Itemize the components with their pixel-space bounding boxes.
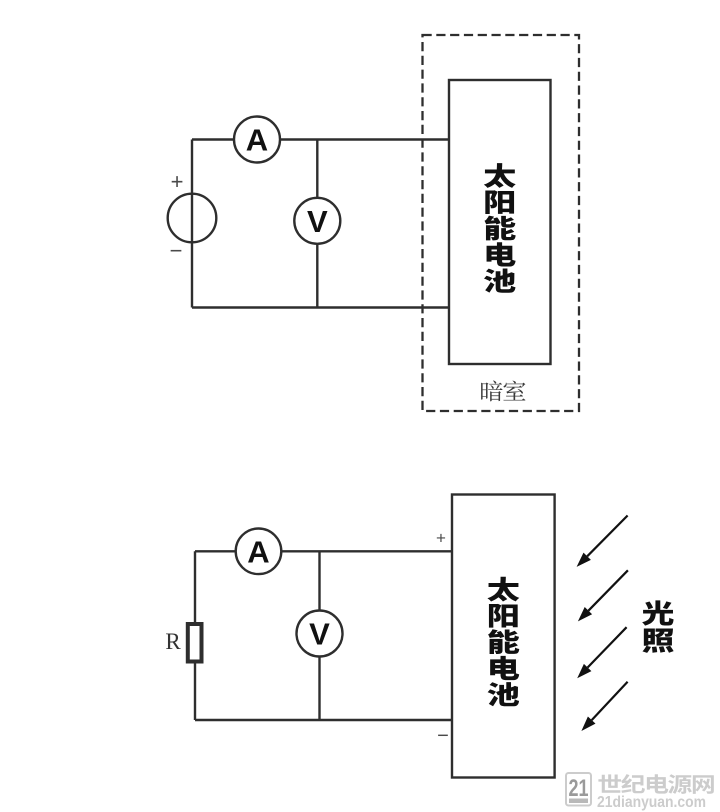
- svg-text:V: V: [309, 617, 330, 652]
- svg-text:V: V: [307, 204, 328, 239]
- svg-text:21: 21: [569, 775, 589, 802]
- svg-text:A: A: [247, 534, 269, 569]
- svg-text:R: R: [165, 629, 181, 654]
- svg-text:−: −: [437, 725, 449, 747]
- svg-text:A: A: [246, 123, 268, 158]
- svg-text:−: −: [170, 238, 183, 263]
- svg-text:21dianyuan.com: 21dianyuan.com: [597, 794, 706, 811]
- svg-text:+: +: [436, 529, 446, 548]
- svg-text:+: +: [171, 169, 184, 194]
